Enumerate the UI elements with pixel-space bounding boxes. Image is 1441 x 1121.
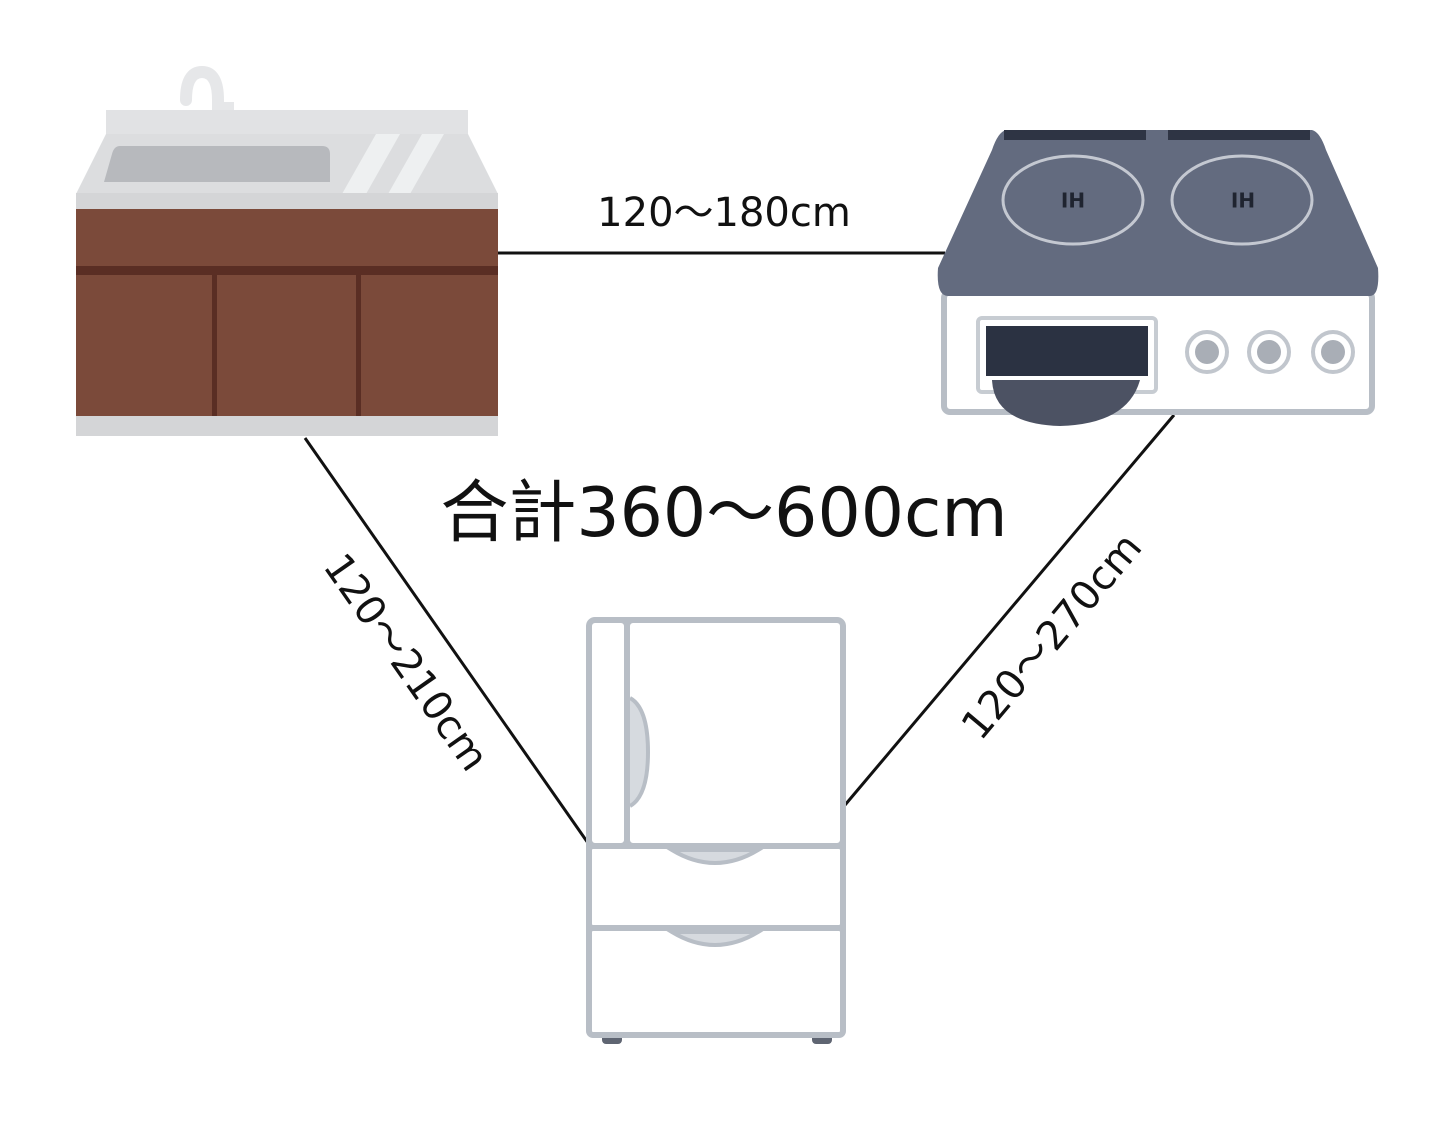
drawer-handle (664, 848, 766, 865)
burner-left-text: IH (1061, 189, 1085, 213)
stove-fridge-line (843, 414, 1176, 806)
fridge-drawer-2 (586, 925, 846, 1038)
refrigerator-illustration (586, 617, 846, 1044)
burner-left (1001, 154, 1145, 246)
sink-fridge-line (303, 437, 590, 844)
sink-cabinet (76, 209, 498, 416)
stove-knobs (1185, 330, 1355, 374)
fridge-left-door (586, 617, 630, 849)
total-distance-label: 合計360～600cm (440, 474, 1007, 553)
faucet-icon (180, 65, 224, 142)
stove-top (937, 130, 1379, 296)
distance-label-sink-stove: 120～180cm (597, 190, 851, 236)
burner-right-text: IH (1231, 189, 1255, 213)
triangle-lines (303, 251, 1176, 844)
ih-stove-illustration: IH IH (937, 130, 1379, 426)
sink-basin (104, 146, 330, 182)
burner-right (1170, 154, 1314, 246)
fridge-handle (628, 696, 651, 808)
sink-illustration (76, 65, 498, 436)
drawer-handle (664, 930, 766, 947)
fridge-right-door (624, 617, 846, 849)
